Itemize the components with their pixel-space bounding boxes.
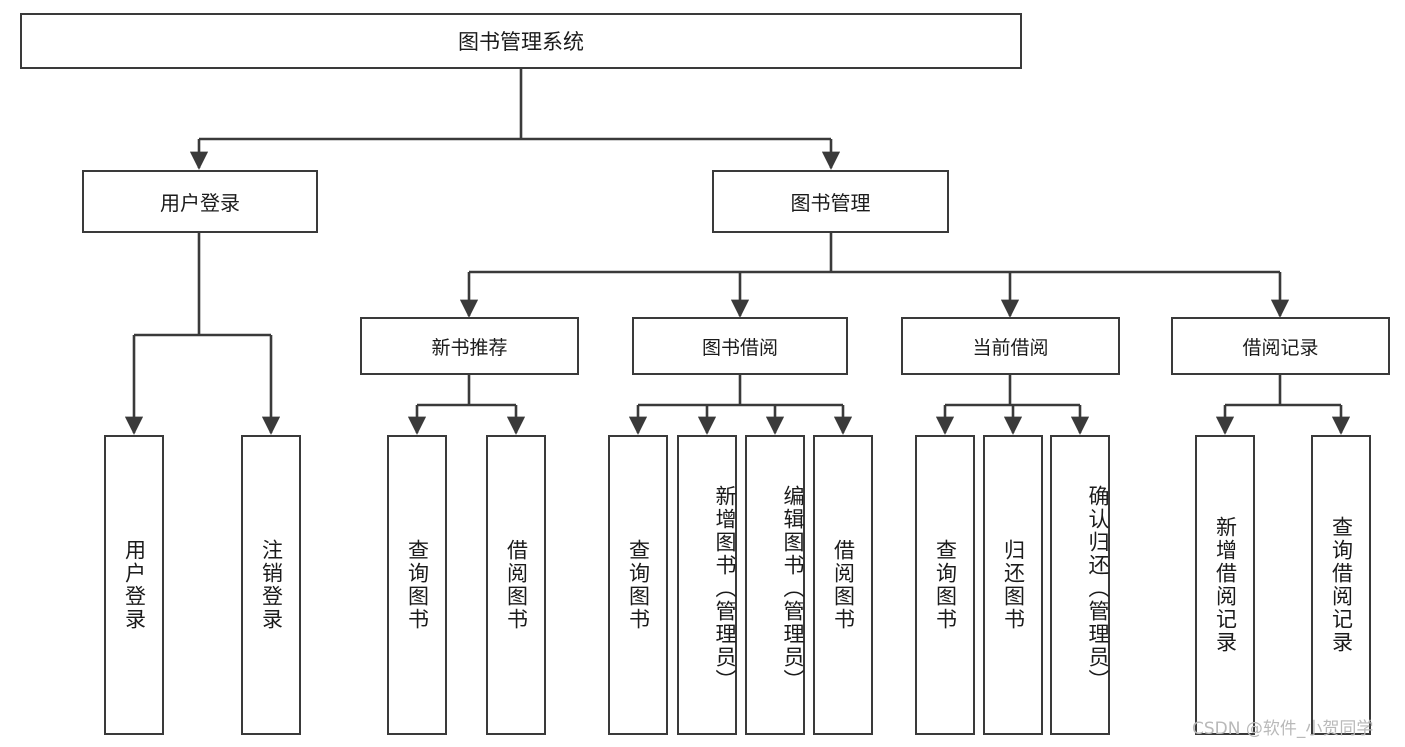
node-root[interactable]: 图书管理系统 bbox=[20, 13, 1022, 69]
node-user-login-label: 用户登录 bbox=[160, 191, 240, 215]
leaf-query-book-borrow[interactable]: 查询图书 bbox=[608, 435, 668, 735]
leaf-query-borrow-record-label: 查询借阅记录 bbox=[1329, 516, 1354, 654]
node-root-label: 图书管理系统 bbox=[458, 30, 584, 54]
leaf-query-book-borrow-label: 查询图书 bbox=[626, 539, 651, 631]
node-current-borrow[interactable]: 当前借阅 bbox=[901, 317, 1120, 375]
leaf-logout-label: 注销登录 bbox=[259, 539, 284, 631]
leaf-borrow-book-recommend-label: 借阅图书 bbox=[504, 539, 529, 631]
leaf-query-book-current-label: 查询图书 bbox=[933, 539, 958, 631]
leaf-confirm-return-admin[interactable]: 确认归还（管理员） bbox=[1050, 435, 1110, 735]
leaf-add-book-admin[interactable]: 新增图书（管理员） bbox=[677, 435, 737, 735]
leaf-confirm-return-admin-label: 确认归还（管理员） bbox=[1086, 484, 1110, 692]
leaf-user-login-label: 用户登录 bbox=[122, 539, 147, 631]
leaf-edit-book-admin-label: 编辑图书（管理员） bbox=[781, 484, 805, 692]
leaf-user-login[interactable]: 用户登录 bbox=[104, 435, 164, 735]
leaf-borrow-book-label: 借阅图书 bbox=[831, 539, 856, 631]
node-borrow-record[interactable]: 借阅记录 bbox=[1171, 317, 1390, 375]
leaf-edit-book-admin[interactable]: 编辑图书（管理员） bbox=[745, 435, 805, 735]
node-borrow-record-label: 借阅记录 bbox=[1242, 336, 1319, 359]
leaf-query-book-recommend-label: 查询图书 bbox=[405, 539, 430, 631]
node-new-book-recommend-label: 新书推荐 bbox=[431, 336, 508, 359]
node-book-management[interactable]: 图书管理 bbox=[712, 170, 949, 233]
leaf-query-book-recommend[interactable]: 查询图书 bbox=[387, 435, 447, 735]
node-book-borrow-label: 图书借阅 bbox=[701, 336, 778, 359]
node-book-management-label: 图书管理 bbox=[790, 191, 871, 215]
leaf-query-borrow-record[interactable]: 查询借阅记录 bbox=[1311, 435, 1371, 735]
leaf-add-borrow-record[interactable]: 新增借阅记录 bbox=[1195, 435, 1255, 735]
leaf-borrow-book-recommend[interactable]: 借阅图书 bbox=[486, 435, 546, 735]
leaf-add-borrow-record-label: 新增借阅记录 bbox=[1213, 516, 1238, 654]
leaf-return-book[interactable]: 归还图书 bbox=[983, 435, 1043, 735]
node-book-borrow[interactable]: 图书借阅 bbox=[632, 317, 848, 375]
node-new-book-recommend[interactable]: 新书推荐 bbox=[360, 317, 579, 375]
leaf-logout[interactable]: 注销登录 bbox=[241, 435, 301, 735]
leaf-query-book-current[interactable]: 查询图书 bbox=[915, 435, 975, 735]
leaf-return-book-label: 归还图书 bbox=[1001, 539, 1026, 631]
node-current-borrow-label: 当前借阅 bbox=[972, 336, 1049, 359]
node-user-login[interactable]: 用户登录 bbox=[82, 170, 318, 233]
leaf-borrow-book[interactable]: 借阅图书 bbox=[813, 435, 873, 735]
leaf-add-book-admin-label: 新增图书（管理员） bbox=[713, 484, 737, 692]
